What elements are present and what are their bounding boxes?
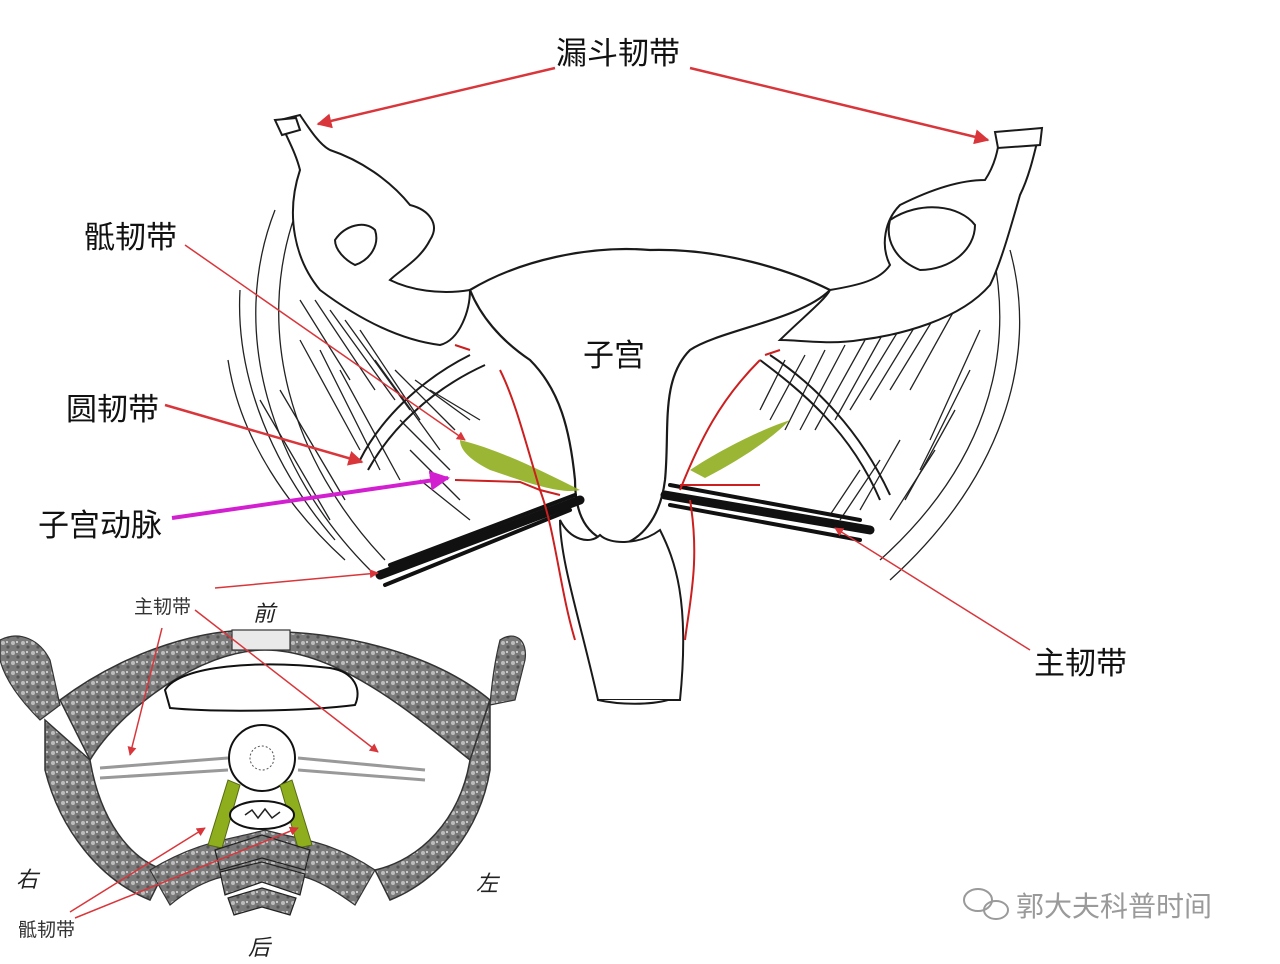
inset-label-right: 右 bbox=[16, 868, 39, 893]
inset-arrow-sacro-left bbox=[74, 826, 299, 919]
label-cardinal: 主韧带 bbox=[1034, 646, 1127, 682]
uterus-outline bbox=[468, 247, 832, 547]
arrow-round bbox=[164, 403, 364, 466]
cervix-vagina bbox=[559, 519, 685, 705]
arrow-infundibulopelvic-left bbox=[316, 66, 556, 129]
inset-cardinal-lines bbox=[99, 756, 426, 782]
inset-arrow-cardinal-left bbox=[194, 609, 379, 753]
inset-label-back: 后 bbox=[248, 936, 271, 961]
pelvis-inset bbox=[0, 609, 527, 919]
arrow-inset-cardinal bbox=[214, 569, 379, 589]
inset-cervix-os bbox=[249, 745, 275, 771]
fallopian-tube-right bbox=[777, 126, 1044, 344]
broad-ligament-left bbox=[227, 209, 481, 571]
label-infundibulopelvic: 漏斗韧带 bbox=[556, 36, 680, 72]
bladder bbox=[163, 663, 359, 712]
iliac-right bbox=[0, 635, 61, 721]
inset-cervix bbox=[228, 724, 296, 792]
label-uterus: 子宫 bbox=[583, 338, 645, 374]
inset-arrow-cardinal-right bbox=[127, 627, 163, 756]
inset-rectum bbox=[229, 800, 295, 830]
label-uterine-artery: 子宫动脉 bbox=[38, 508, 162, 544]
fallopian-tube-left bbox=[273, 113, 472, 347]
inset-label-front: 前 bbox=[253, 602, 276, 627]
round-ligament bbox=[359, 354, 891, 501]
inset-rectum-lumen bbox=[244, 807, 281, 820]
callout-arrows bbox=[164, 66, 1031, 651]
uterine-vessels bbox=[454, 344, 781, 641]
iliac-left bbox=[489, 635, 527, 706]
inset-label-left: 左 bbox=[476, 872, 499, 897]
sacrum bbox=[214, 834, 311, 916]
inset-label-cardinal: 主韧带 bbox=[134, 596, 192, 618]
sacrouterine-green bbox=[460, 420, 790, 491]
wechat-icon bbox=[963, 888, 1009, 920]
inset-arrow-sacro-right bbox=[69, 827, 206, 913]
arrow-infundibulopelvic-right bbox=[689, 66, 990, 145]
arrow-sacrouterine bbox=[184, 244, 466, 441]
pelvic-bone-left bbox=[373, 699, 491, 901]
pelvic-bone-right bbox=[44, 718, 167, 901]
label-round: 圆韧带 bbox=[66, 392, 159, 428]
inset-label-sacrouterine: 骶韧带 bbox=[18, 919, 76, 941]
label-sacrouterine: 骶韧带 bbox=[84, 220, 177, 256]
arrow-uterine-artery bbox=[171, 470, 450, 520]
pubic-symphysis bbox=[231, 629, 291, 651]
watermark: 郭大夫科普时间 bbox=[1016, 890, 1213, 923]
arrow-cardinal bbox=[834, 527, 1031, 651]
